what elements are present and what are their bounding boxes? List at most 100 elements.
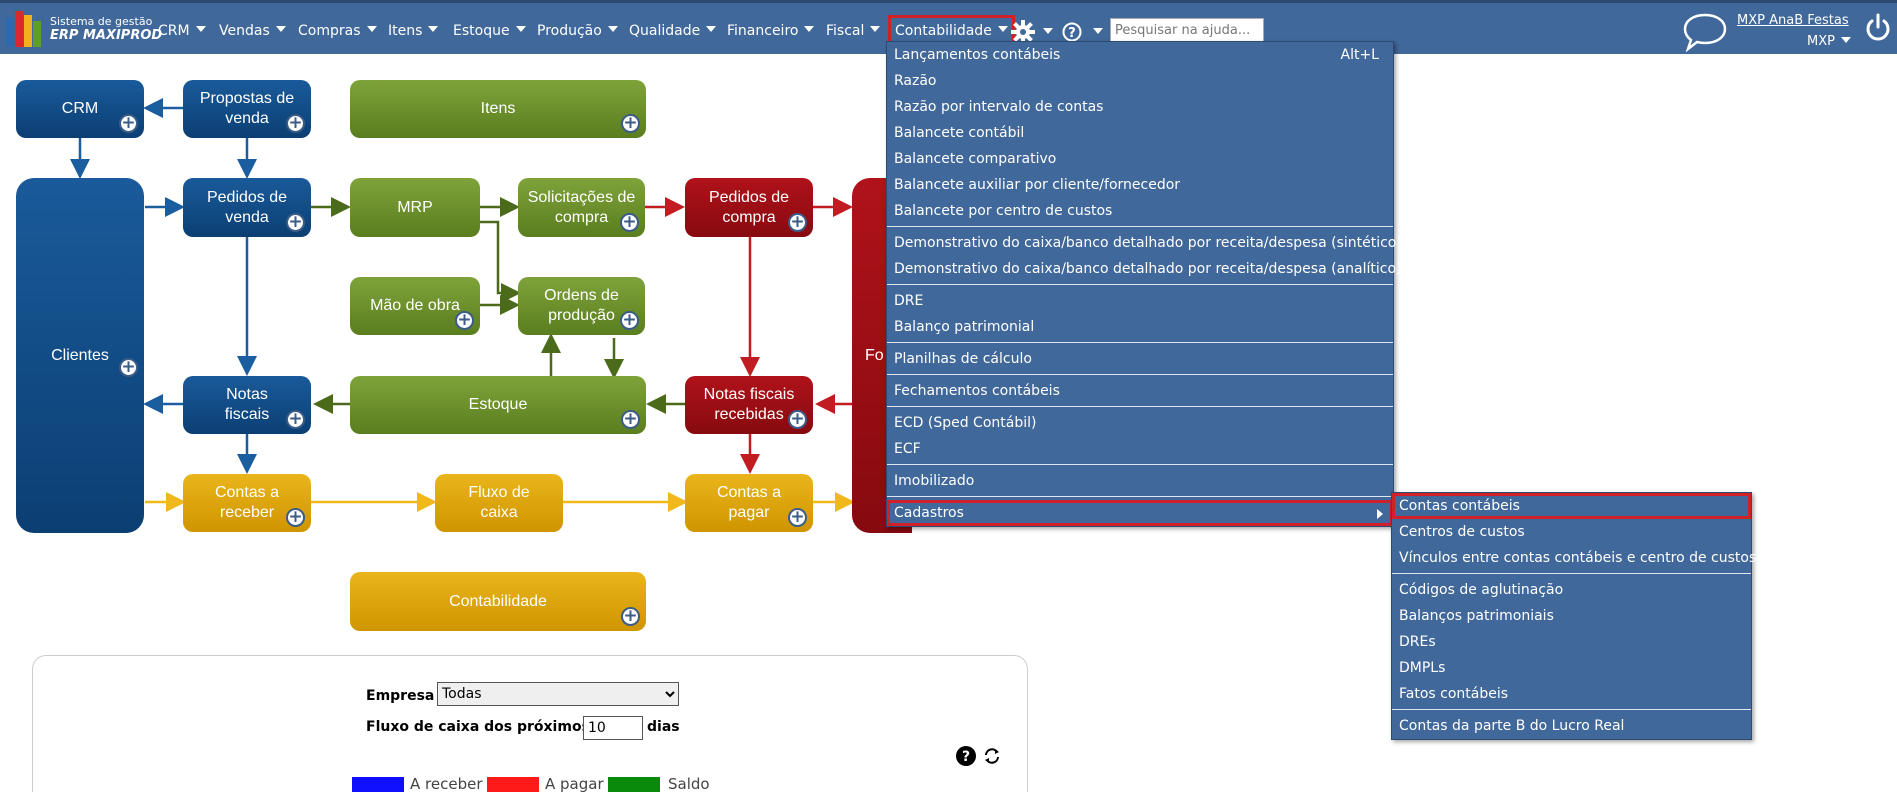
add-pedido-venda-icon[interactable]: +	[286, 213, 305, 232]
submenu-item-contas-contabeis[interactable]: Contas contábeis	[1392, 493, 1751, 519]
chevron-down-icon	[706, 26, 717, 32]
add-ordem-icon[interactable]: +	[620, 311, 639, 330]
menu-item-balancete-auxiliar[interactable]: Balancete auxiliar por cliente/fornecedo…	[894, 177, 1181, 193]
menu-item-demonstrativo-sintetico[interactable]: Demonstrativo do caixa/banco detalhado p…	[894, 235, 1402, 251]
diagram-itens[interactable]: Itens+	[350, 80, 646, 138]
add-solicitacao-icon[interactable]: +	[620, 213, 639, 232]
add-item-icon[interactable]: +	[621, 114, 640, 133]
chevron-down-icon	[428, 26, 439, 32]
menu-item-razao-intervalo[interactable]: Razão por intervalo de contas	[894, 99, 1104, 115]
nav-estoque[interactable]: Estoque	[453, 20, 526, 42]
cadastros-submenu: Contas contábeis Centros de custos Víncu…	[1391, 492, 1757, 740]
chevron-down-icon[interactable]	[1093, 28, 1103, 34]
diagram-solicitacoes-compra[interactable]: Solicitações de compra+	[518, 178, 645, 237]
submenu-item-codigos-aglutinacao[interactable]: Códigos de aglutinação	[1399, 582, 1564, 598]
menu-item-balancete-comparativo[interactable]: Balancete comparativo	[894, 151, 1057, 167]
add-cliente-icon[interactable]: +	[119, 358, 138, 377]
help-search-input[interactable]	[1110, 18, 1264, 43]
maxiprod-logo-icon[interactable]	[6, 11, 44, 47]
nav-crm[interactable]: CRM	[158, 20, 206, 42]
submenu-item-balancos[interactable]: Balanços patrimoniais	[1399, 608, 1554, 624]
submenu-item-dres[interactable]: DREs	[1399, 634, 1436, 650]
menu-item-ecf[interactable]: ECF	[894, 441, 921, 457]
menu-separator	[887, 496, 1393, 500]
diagram-mrp[interactable]: MRP	[350, 178, 480, 237]
logo-text: Sistema de gestão ERP MAXIPROD	[50, 15, 162, 43]
diagram-mao-de-obra[interactable]: Mão de obra+	[350, 277, 480, 335]
diagram-pedidos-venda[interactable]: Pedidos de venda+	[183, 178, 311, 237]
nav-qualidade[interactable]: Qualidade	[629, 20, 717, 42]
menu-item-demonstrativo-analitico[interactable]: Demonstrativo do caixa/banco detalhado p…	[894, 261, 1402, 277]
help-icon[interactable]: ?	[1062, 22, 1082, 42]
diagram-notas-fiscais[interactable]: Notas fiscais+	[183, 376, 311, 434]
menu-item-planilhas[interactable]: Planilhas de cálculo	[894, 351, 1032, 367]
diagram-crm[interactable]: CRM+	[16, 80, 144, 138]
menu-item-cadastros[interactable]: Cadastros	[887, 500, 1393, 526]
submenu-item-fatos-contabeis[interactable]: Fatos contábeis	[1399, 686, 1509, 702]
nav-vendas[interactable]: Vendas	[219, 20, 286, 42]
submenu-item-parte-b[interactable]: Contas da parte B do Lucro Real	[1399, 718, 1625, 734]
svg-text:?: ?	[962, 749, 970, 765]
add-proposta-icon[interactable]: +	[286, 114, 305, 133]
diagram-propostas-venda[interactable]: Propostas de venda+	[183, 80, 311, 138]
chevron-down-icon	[1840, 37, 1851, 43]
submenu-item-vinculos[interactable]: Vínculos entre contas contábeis e centro…	[1399, 550, 1757, 566]
top-bar: Sistema de gestão ERP MAXIPROD CRM Venda…	[0, 0, 1897, 54]
user-name-link[interactable]: MXP AnaB Festas	[1737, 13, 1849, 28]
diagram-contas-pagar[interactable]: Contas a pagar+	[685, 474, 813, 532]
add-nota-recebida-icon[interactable]: +	[788, 410, 807, 429]
diagram-fluxo-caixa[interactable]: Fluxo de caixa	[435, 474, 563, 532]
add-conta-receber-icon[interactable]: +	[286, 508, 305, 527]
chevron-down-icon	[997, 26, 1008, 32]
power-icon[interactable]	[1864, 13, 1892, 43]
flow-connectors	[70, 98, 855, 512]
chevron-down-icon	[515, 26, 526, 32]
chevron-down-icon[interactable]	[1043, 28, 1053, 34]
diagram-notas-recebidas[interactable]: Notas fiscais recebidas+	[685, 376, 813, 434]
menu-separator	[1392, 573, 1751, 577]
nav-financeiro[interactable]: Financeiro	[727, 20, 815, 42]
menu-item-balancete[interactable]: Balancete contábil	[894, 125, 1025, 141]
legend-label-receber: A receber	[410, 775, 483, 792]
submenu-item-dmpls[interactable]: DMPLs	[1399, 660, 1446, 676]
chevron-right-icon	[1377, 509, 1383, 519]
diagram-clientes[interactable]: Clientes+	[16, 178, 144, 533]
diagram-contabilidade[interactable]: Contabilidade+	[350, 572, 646, 631]
submenu-item-centros-custos[interactable]: Centros de custos	[1399, 524, 1525, 540]
legend-swatch-pagar	[487, 777, 539, 792]
add-estoque-icon[interactable]: +	[621, 410, 640, 429]
legend-swatch-saldo	[608, 777, 660, 792]
diagram-contas-receber[interactable]: Contas a receber+	[183, 474, 311, 532]
diagram-ordens-producao[interactable]: Ordens de produção+	[518, 277, 645, 335]
menu-item-fechamentos[interactable]: Fechamentos contábeis	[894, 383, 1060, 399]
nav-fiscal[interactable]: Fiscal	[826, 20, 881, 42]
dias-input[interactable]	[583, 716, 643, 740]
add-conta-pagar-icon[interactable]: +	[788, 508, 807, 527]
menu-item-ecd[interactable]: ECD (Sped Contábil)	[894, 415, 1037, 431]
add-pedido-compra-icon[interactable]: +	[788, 213, 807, 232]
nav-producao[interactable]: Produção	[537, 20, 618, 42]
menu-item-balanco-patrimonial[interactable]: Balanço patrimonial	[894, 319, 1035, 335]
menu-item-razao[interactable]: Razão	[894, 73, 937, 89]
add-nota-fiscal-icon[interactable]: +	[286, 410, 305, 429]
chevron-down-icon	[804, 26, 815, 32]
gear-icon[interactable]	[1010, 19, 1036, 45]
diagram-pedidos-compra[interactable]: Pedidos de compra+	[685, 178, 813, 237]
menu-item-imobilizado[interactable]: Imobilizado	[894, 473, 975, 489]
add-mao-obra-icon[interactable]: +	[455, 311, 474, 330]
company-selector[interactable]: MXP	[1807, 34, 1851, 49]
menu-item-dre[interactable]: DRE	[894, 293, 924, 309]
refresh-icon[interactable]	[982, 746, 1002, 766]
nav-compras[interactable]: Compras	[298, 20, 377, 42]
nav-itens[interactable]: Itens	[388, 20, 439, 42]
chat-icon[interactable]	[1682, 12, 1728, 52]
add-contabilidade-icon[interactable]: +	[621, 607, 640, 626]
add-crm-icon[interactable]: +	[119, 114, 138, 133]
menu-separator	[1392, 709, 1751, 713]
menu-item-balancete-centro-custos[interactable]: Balancete por centro de custos	[894, 203, 1113, 219]
help-icon[interactable]: ?	[956, 746, 976, 766]
empresa-select[interactable]: Todas	[437, 682, 679, 706]
diagram-estoque[interactable]: Estoque+	[350, 376, 646, 434]
